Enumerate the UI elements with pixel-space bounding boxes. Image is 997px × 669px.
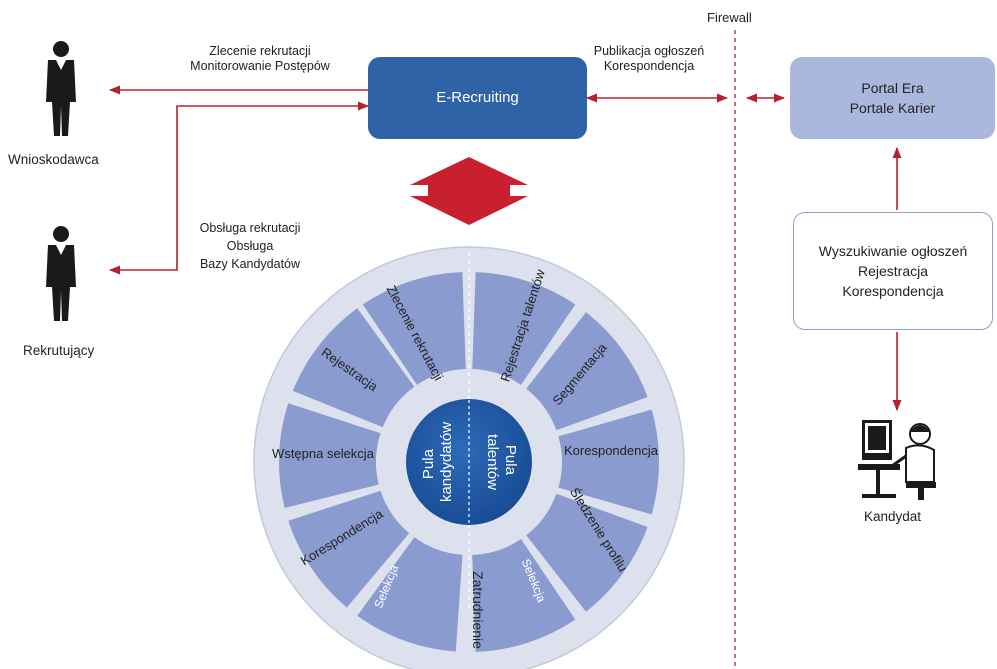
segment-segmentacja (526, 312, 648, 431)
e-recruiting-box[interactable]: E-Recruiting (368, 57, 587, 139)
segment-korespondencja-right (558, 409, 659, 515)
firewall-label: Firewall (707, 10, 752, 25)
connectors (108, 85, 902, 412)
edge-label-publikacja: Publikacja ogłoszeń Korespondencja (593, 44, 705, 73)
portal-line-2: Portale Karier (849, 100, 936, 116)
person-icon (46, 226, 76, 321)
edge-label-zlecenie: Zlecenie rekrutacji Monitorowanie Postęp… (190, 44, 330, 73)
actor-label-wnioskodawca: Wnioskodawca (8, 152, 99, 167)
wheel-segments (279, 272, 659, 652)
hub-right-label: Pula talentów (484, 434, 519, 490)
segment-rejestracja (292, 308, 415, 428)
seg-label-zatrudnienie: Zatrudnienie (470, 571, 486, 649)
segment-selekcja-right (472, 539, 576, 652)
search-line-3: Korespondencja (842, 283, 944, 299)
segment-wstepna (279, 403, 381, 508)
double-arrow (410, 157, 528, 225)
portal-box[interactable]: Portal Era Portale Karier (790, 57, 995, 139)
segment-zlecenie (362, 272, 466, 385)
edge-label-obsluga: Obsługa rekrutacji Obsługa Bazy Kandydat… (199, 221, 301, 271)
search-box[interactable]: Wyszukiwanie ogłoszeń Rejestracja Koresp… (793, 212, 993, 330)
actor-label-kandydat: Kandydat (864, 509, 922, 524)
person-icon (46, 41, 76, 136)
segment-sledzenie (526, 493, 648, 612)
e-recruiting-label: E-Recruiting (436, 89, 519, 106)
search-line-1: Wyszukiwanie ogłoszeń (818, 243, 968, 259)
segment-korespondencja-left (288, 490, 410, 608)
arrow-rekrutujacy (108, 101, 370, 275)
seg-label-wstepna: Wstępna selekcja (272, 446, 375, 461)
seg-label-korespondencja-right: Korespondencja (564, 443, 659, 458)
segment-selekcja-left (357, 537, 463, 652)
segment-rejestracja-talentow (472, 272, 576, 385)
wheel (253, 246, 685, 669)
computer-user-icon (858, 420, 936, 500)
actor-label-rekrutujacy: Rekrutujący (23, 343, 95, 358)
search-line-2: Rejestracja (857, 263, 929, 279)
portal-line-1: Portal Era (861, 80, 924, 96)
hub-left-label: Pula kandydatów (420, 422, 455, 502)
